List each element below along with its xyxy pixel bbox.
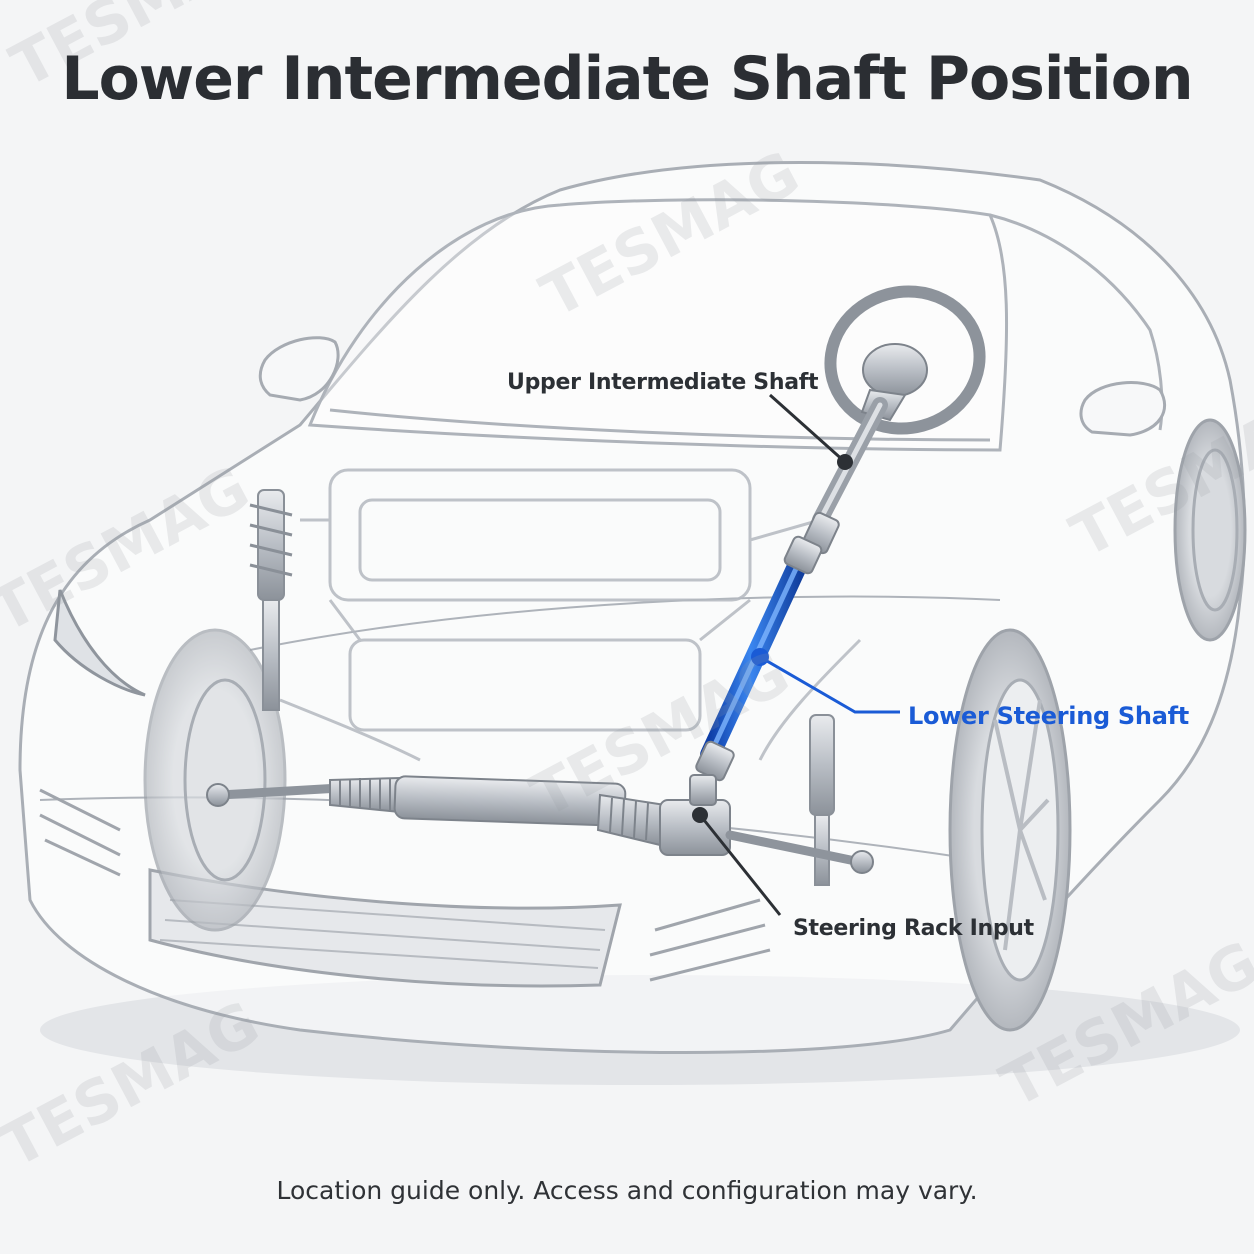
page-title: Lower Intermediate Shaft Position bbox=[61, 44, 1193, 114]
side-vents bbox=[39, 788, 771, 982]
steering-wheel bbox=[824, 285, 986, 435]
front-right-wheel bbox=[948, 628, 1072, 1032]
left-mirror bbox=[258, 336, 340, 402]
disclaimer-caption: Location guide only. Access and configur… bbox=[276, 1176, 978, 1205]
subframe bbox=[279, 468, 862, 762]
right-mirror bbox=[1079, 381, 1167, 437]
left-strut bbox=[249, 489, 293, 711]
front-left-wheel bbox=[143, 628, 287, 932]
callout-steering-rack-input: Steering Rack Input bbox=[793, 916, 1034, 941]
lower-grille bbox=[148, 868, 622, 988]
rear-right-wheel bbox=[1173, 418, 1247, 642]
callout-leaders bbox=[692, 393, 900, 916]
callout-upper-intermediate-shaft: Upper Intermediate Shaft bbox=[507, 370, 819, 395]
callout-lower-steering-shaft: Lower Steering Shaft bbox=[908, 702, 1189, 730]
headlight bbox=[53, 589, 146, 697]
steering-rack bbox=[206, 775, 874, 874]
